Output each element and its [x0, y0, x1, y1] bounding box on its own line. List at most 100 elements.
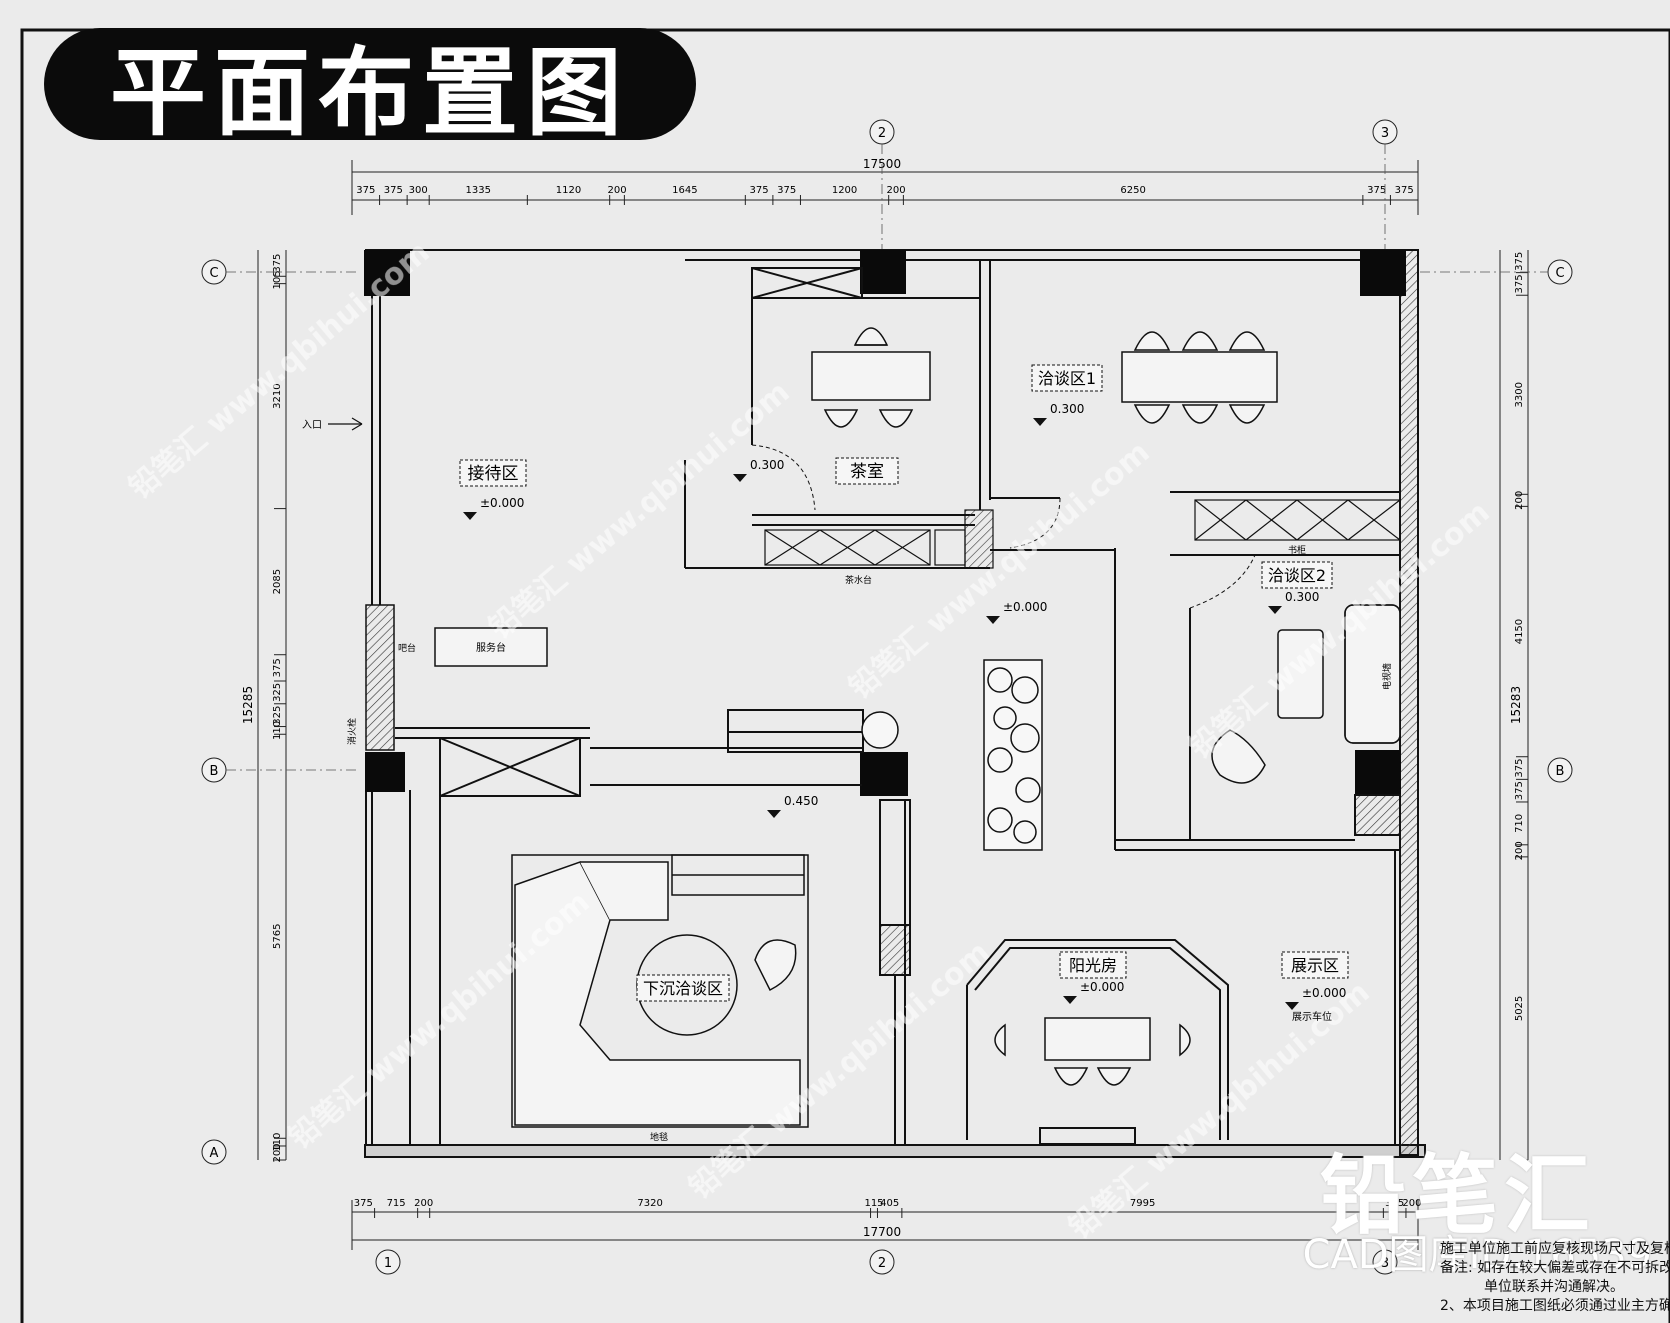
meeting1-door [1009, 497, 1061, 549]
dimension-right [1499, 250, 1529, 1160]
dim-bottom-5: 405 [880, 1198, 899, 1209]
label-entrance: 入口 [302, 420, 322, 431]
sheet-border [20, 28, 1670, 1323]
axis-A-left: A [210, 1146, 219, 1161]
meeting2-door [1189, 554, 1256, 609]
grid-axis-bubbles [201, 119, 1573, 1275]
level-center: ±0.000 [1003, 600, 1047, 614]
dim-top-5: 200 [607, 185, 626, 196]
dim-top-8: 375 [777, 185, 796, 196]
dim-right-8: 200 [1514, 841, 1525, 860]
dim-right-9: 5025 [1514, 996, 1525, 1021]
sunken-steps-wall [879, 799, 911, 1145]
dim-left-8: 5765 [272, 924, 283, 949]
dim-top-1: 375 [384, 185, 403, 196]
brand-watermark: 铅笔汇 [1320, 1146, 1596, 1246]
page-title: 平面布置图 [44, 28, 696, 149]
room-tea: 茶室 [850, 462, 884, 482]
dim-top-12: 375 [1367, 185, 1386, 196]
dim-bottom-8: 200 [1402, 1198, 1421, 1209]
notes-line2: 如存在较大偏差或存在不可拆改之 [1477, 1260, 1670, 1276]
notes-label-text: 备注: [1440, 1260, 1473, 1276]
notes-block: 施工单位施工前应复核现场尺寸及复核 备注: 如存在较大偏差或存在不可拆改之 单位… [1440, 1240, 1670, 1316]
level-triangles [463, 418, 1299, 1010]
meeting2-furniture [1211, 604, 1401, 784]
axis-2-top: 2 [878, 126, 886, 141]
level-meeting1: 0.300 [1050, 402, 1084, 416]
room-meeting1: 洽谈区1 [1038, 369, 1096, 388]
dim-bottom-6: 7995 [1130, 1198, 1155, 1209]
sunken-area [511, 854, 809, 1128]
dim-top-2: 300 [409, 185, 428, 196]
dim-left-1: 105 [272, 270, 283, 289]
grid-axis-lines [226, 144, 1548, 771]
level-meeting2: 0.300 [1285, 590, 1319, 604]
entrance-arrow [328, 417, 363, 431]
dim-left-total: 15285 [241, 686, 255, 724]
dim-right-6: 375 [1514, 781, 1525, 800]
middle-partition [395, 709, 864, 1145]
level-sunken: 0.450 [784, 794, 818, 808]
dim-left-10: 200 [272, 1143, 283, 1162]
meeting1-table-set [1121, 331, 1278, 424]
dim-bottom-2: 200 [414, 1198, 433, 1209]
dim-right-1: 375 [1514, 274, 1525, 293]
label-car-display: 展示车位 [1292, 1010, 1332, 1023]
watermark-2: 铅笔汇 www.qbihui.com [483, 375, 797, 646]
dimension-top [351, 160, 1419, 215]
axis-C-right: C [1555, 266, 1564, 281]
room-reception: 接待区 [468, 464, 519, 484]
dim-left-2: 3210 [272, 383, 283, 408]
room-display: 展示区 [1291, 956, 1339, 975]
watermark-4: 铅笔汇 www.qbihui.com [1183, 495, 1497, 766]
dim-top-0: 375 [356, 185, 375, 196]
brand-watermark-id: CAD图库ID:16539 [1302, 1232, 1652, 1278]
dim-top-7: 375 [750, 185, 769, 196]
dim-top-9: 1200 [832, 185, 857, 196]
reception-furniture [365, 604, 548, 751]
dim-right-7: 710 [1514, 814, 1525, 833]
dim-top-13: 375 [1395, 185, 1414, 196]
tea-counter [764, 509, 994, 569]
dim-top-11: 6250 [1120, 185, 1145, 196]
axis-C-left: C [209, 266, 218, 281]
tea-room-walls [684, 260, 991, 569]
dim-bottom-7: 375 [1385, 1198, 1404, 1209]
room-meeting2: 洽谈区2 [1268, 566, 1326, 585]
dim-right-total: 15283 [1509, 686, 1523, 724]
dim-right-0: 375 [1514, 252, 1525, 271]
dim-left-4: 375 [272, 658, 283, 677]
level-tea: 0.300 [750, 458, 784, 472]
label-cabinet: 书柜 [1288, 544, 1306, 556]
sunroom-table-set [994, 1017, 1191, 1086]
structural-columns [364, 250, 1406, 796]
axis-B-left: B [210, 764, 219, 779]
dimension-left [257, 250, 287, 1160]
dim-bottom-4: 115 [864, 1198, 883, 1209]
dim-left-0: 375 [272, 254, 283, 273]
notes-line4: 2、本项目施工图纸必须通过业主方确 [1440, 1298, 1670, 1314]
notes-label: 备注: 如存在较大偏差或存在不可拆改之 [1440, 1259, 1670, 1278]
dim-left-3: 2085 [272, 569, 283, 594]
dim-left-7: 110 [272, 721, 283, 740]
label-fire-hydrant: 消火栓 [346, 718, 358, 745]
notes-line1: 施工单位施工前应复核现场尺寸及复核 [1440, 1241, 1670, 1257]
dim-right-3: 200 [1514, 491, 1525, 510]
planter-strip [861, 659, 1043, 851]
label-tv-wall: 电视墙 [1381, 663, 1393, 690]
axis-3-bottom: 3 [1381, 1256, 1389, 1271]
tea-room-door [751, 444, 816, 511]
room-label-boxes [459, 364, 1349, 1002]
axis-3-top: 3 [1381, 126, 1389, 141]
label-carpet: 地毯 [650, 1131, 668, 1143]
dim-bottom-3: 7320 [637, 1198, 662, 1209]
display-wall [1354, 794, 1401, 1145]
dim-left-9: 110 [272, 1133, 283, 1152]
dim-right-2: 3300 [1514, 382, 1525, 407]
axis-1-bottom: 1 [384, 1256, 392, 1271]
